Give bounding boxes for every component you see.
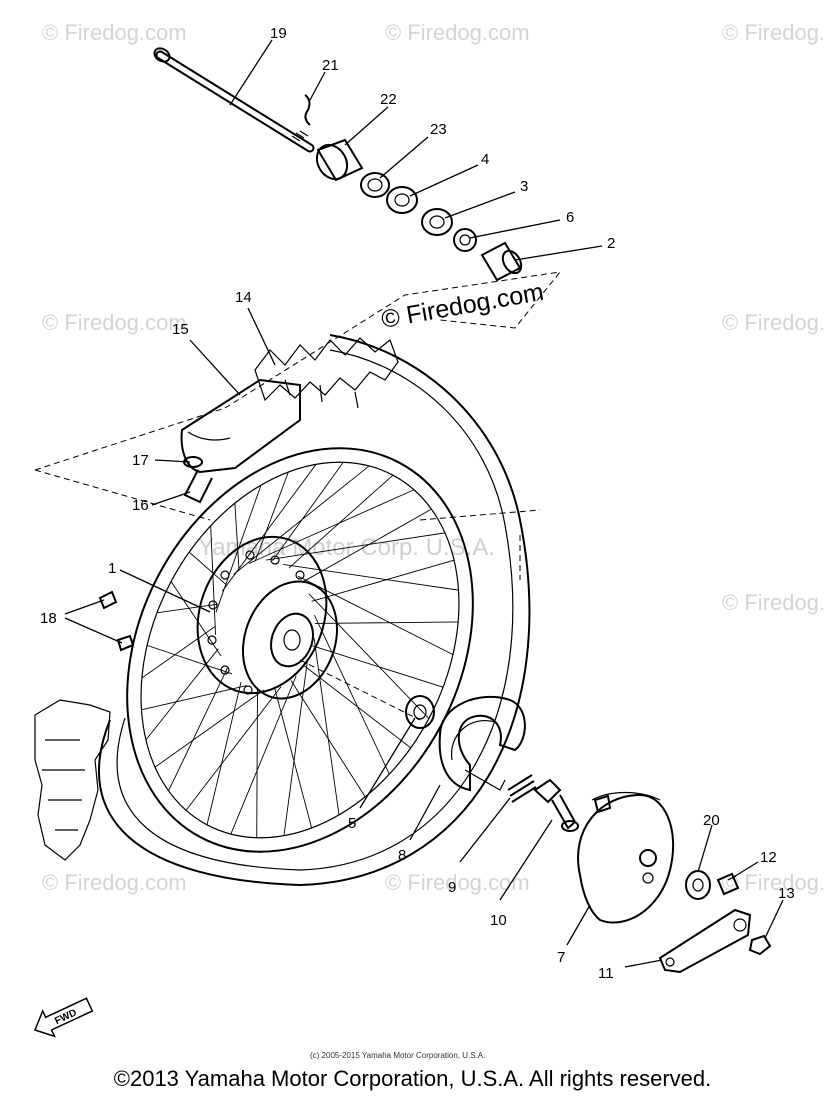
callout-2: 2	[607, 235, 615, 252]
watermark: © Firedog.com	[722, 870, 825, 895]
cotter-pin	[304, 94, 311, 126]
callout-13: 13	[778, 885, 795, 902]
callout-21: 21	[322, 57, 339, 74]
spoke	[274, 688, 313, 829]
bearing-3	[421, 208, 453, 236]
spoke	[272, 462, 344, 562]
bearing-4	[386, 186, 418, 214]
spoke	[288, 474, 394, 569]
cam-collar	[685, 870, 711, 900]
tyre	[34, 334, 531, 887]
spoke	[185, 686, 282, 811]
inner-tube	[180, 378, 301, 504]
spoke	[302, 508, 432, 583]
spoke	[283, 658, 309, 836]
spoke-nipples	[98, 590, 135, 652]
spoke	[206, 681, 242, 825]
spoke	[188, 551, 227, 585]
watermark: © Firedog.com	[42, 310, 187, 335]
spoke	[266, 532, 446, 561]
callout-22: 22	[380, 91, 397, 108]
spoke	[168, 667, 228, 792]
spoke	[141, 626, 216, 679]
spoke	[308, 593, 430, 719]
callout-11: 11	[598, 965, 614, 982]
watermark: © Firedog.com	[722, 20, 825, 45]
callout-3: 3	[520, 178, 528, 195]
small-copyright: (c) 2005-2015 Yamaha Motor Corporation, …	[310, 1051, 485, 1060]
watermark: © Firedog.com	[385, 870, 530, 895]
seal-6	[453, 228, 477, 252]
brake-cam-lever	[658, 908, 752, 974]
hub	[196, 535, 339, 700]
callout-6: 6	[566, 209, 574, 226]
spoke	[141, 685, 247, 711]
brake-shoe	[438, 695, 526, 792]
callout-9: 9	[448, 879, 456, 896]
spacer-2	[480, 241, 523, 282]
fwd-arrow-icon: FWD	[34, 997, 94, 1038]
assembly-guide-lines	[34, 271, 562, 721]
spoke	[210, 525, 217, 635]
brake-spring	[507, 774, 537, 803]
brake-plate	[577, 791, 675, 924]
callout-17: 17	[132, 452, 149, 469]
callout-14: 14	[235, 289, 252, 306]
spoke	[311, 559, 455, 602]
spoke	[233, 465, 370, 575]
callouts: 1 2 3 4 5 6 7 8 9 10 11 12 13 14 15 16 1…	[40, 25, 795, 982]
spoke	[146, 644, 233, 675]
spoke	[256, 689, 258, 838]
spoke	[156, 603, 218, 614]
callout-5: 5	[348, 815, 356, 832]
callout-23: 23	[430, 121, 447, 138]
brake-camshaft	[533, 778, 579, 832]
spoke	[254, 471, 289, 562]
oil-seal	[360, 172, 390, 198]
callout-1: 1	[108, 560, 116, 577]
axle-collar	[315, 138, 364, 182]
spoke	[313, 637, 340, 815]
callout-7: 7	[557, 949, 565, 966]
callout-10: 10	[490, 912, 507, 929]
spoke	[283, 564, 459, 591]
callout-20: 20	[703, 812, 720, 829]
spoke	[314, 615, 390, 775]
footer-copyright: ©2013 Yamaha Motor Corporation, U.S.A. A…	[113, 1066, 712, 1091]
watermark: © Firedog.com	[385, 20, 530, 45]
callout-8: 8	[398, 847, 406, 864]
callout-18: 18	[40, 610, 57, 627]
spoke	[248, 489, 415, 564]
axle	[153, 47, 315, 153]
watermark: © Firedog.com	[42, 870, 187, 895]
spoke	[221, 464, 317, 592]
watermark: © Firedog.com	[722, 590, 825, 615]
callout-4: 4	[481, 151, 489, 168]
lever-nut	[748, 934, 772, 956]
callout-16: 16	[132, 497, 149, 514]
watermark: © Firedog.com	[42, 20, 187, 45]
spokes	[141, 462, 459, 838]
callout-19: 19	[270, 25, 287, 42]
callout-12: 12	[760, 849, 777, 866]
spoke	[297, 575, 454, 656]
spoke	[314, 621, 459, 624]
bearing-5	[405, 695, 435, 729]
callout-15: 15	[172, 321, 189, 338]
spoke	[234, 503, 240, 570]
spoke	[230, 675, 297, 835]
spoke	[154, 689, 265, 768]
spoke	[312, 645, 444, 688]
watermark: © Firedog.com	[722, 310, 825, 335]
leader-lines	[64, 39, 784, 968]
